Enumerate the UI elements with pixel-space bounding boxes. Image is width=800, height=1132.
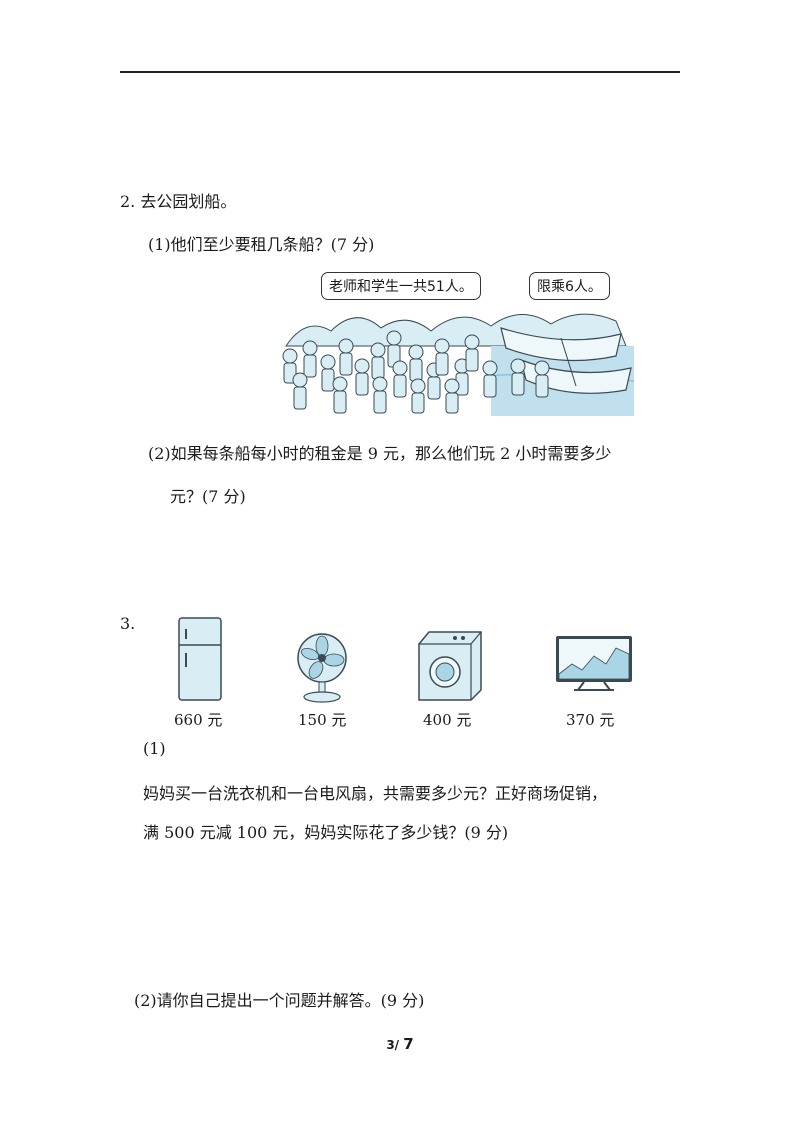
washing-machine-icon <box>415 628 485 702</box>
electric-fan-icon <box>294 632 350 704</box>
page-number: 3/ 7 <box>0 1035 800 1053</box>
question-3-heading: 3. <box>120 614 136 633</box>
electric-fan-price: 150 元 <box>298 711 347 729</box>
header-rule <box>120 71 680 73</box>
boat-scene-svg <box>282 313 634 416</box>
page-number-total: 7 <box>403 1035 414 1053</box>
speech-bubble-total-people: 老师和学生一共51人。 <box>321 272 481 300</box>
question-3-part-2: (2)请你自己提出一个问题并解答。(9 分) <box>134 991 425 1010</box>
television-icon <box>554 634 634 692</box>
question-2-heading: 2. 去公园划船。 <box>120 192 237 211</box>
refrigerator-icon <box>176 615 224 703</box>
question-2-part-1: (1)他们至少要租几条船？(7 分) <box>148 235 375 254</box>
question-2-part-2-line-2: 元？(7 分) <box>170 487 246 506</box>
washing-machine-price: 400 元 <box>423 711 472 729</box>
question-2-part-2-line-1: (2)如果每条船每小时的租金是 9 元，那么他们玩 2 小时需要多少 <box>148 444 612 463</box>
refrigerator-price: 660 元 <box>174 711 223 729</box>
question-3-part-1-label: (1) <box>143 739 166 758</box>
page-number-current: 3/ <box>386 1038 400 1052</box>
television-price: 370 元 <box>566 711 615 729</box>
question-3-part-1-line-1: 妈妈买一台洗衣机和一台电风扇，共需要多少元？正好商场促销， <box>143 784 608 803</box>
boat-scene-illustration <box>276 276 634 419</box>
question-3-part-1-line-2: 满 500 元减 100 元，妈妈实际花了多少钱？(9 分) <box>143 823 509 842</box>
speech-bubble-boat-capacity: 限乘6人。 <box>529 272 610 300</box>
